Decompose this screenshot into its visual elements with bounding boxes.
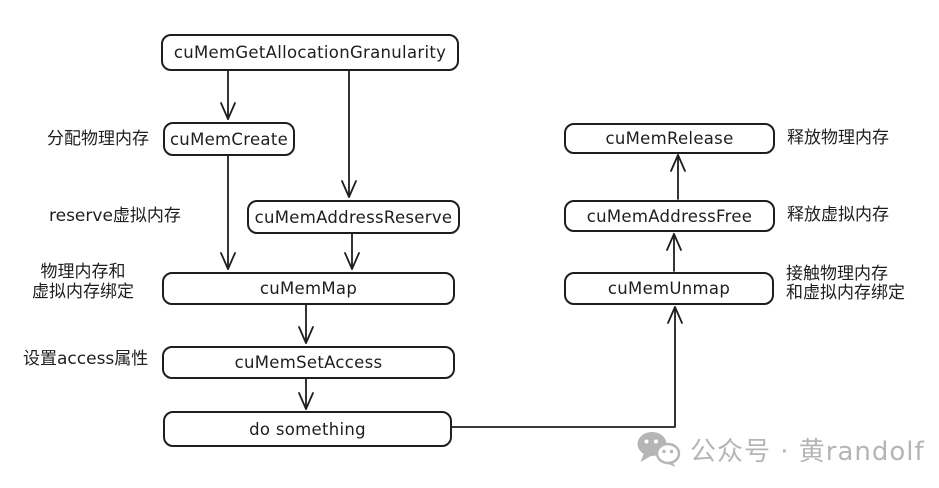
arrow-create-to-map xyxy=(220,155,236,270)
label-release-virtual-memory: 释放虚拟内存 xyxy=(787,205,889,225)
label-set-access-attr: 设置access属性 xyxy=(23,349,149,369)
label-release-physical-memory: 释放物理内存 xyxy=(787,128,889,148)
label-alloc-physical-memory: 分配物理内存 xyxy=(47,129,149,149)
arrow-set-access-to-do-something xyxy=(298,378,314,410)
node-cumemaddressfree: cuMemAddressFree xyxy=(564,200,775,232)
node-cumemmap: cuMemMap xyxy=(162,272,455,305)
arrow-granularity-to-create xyxy=(220,69,236,120)
node-do-something: do something xyxy=(163,411,452,447)
arrow-address-reserve-to-map xyxy=(344,233,360,270)
node-cumemaddressreserve: cuMemAddressReserve xyxy=(247,200,460,234)
label-bind-physical-virtual: 物理内存和 虚拟内存绑定 xyxy=(28,262,138,302)
label-unbind-line1: 接触物理内存 xyxy=(786,264,888,284)
arrow-do-something-to-unmap xyxy=(451,306,683,428)
arrow-address-free-to-release xyxy=(670,154,686,200)
node-cumemunmap: cuMemUnmap xyxy=(564,272,774,305)
wechat-bubbles-icon xyxy=(637,432,681,467)
label-bind-line2: 虚拟内存绑定 xyxy=(32,282,134,302)
watermark: 公众号 · 黄randolf xyxy=(636,431,925,468)
node-cumemgetallocationgranularity: cuMemGetAllocationGranularity xyxy=(161,34,459,71)
arrow-unmap-to-address-free xyxy=(666,233,682,272)
watermark-text: 公众号 · 黄randolf xyxy=(690,437,925,467)
node-cumemsetaccess: cuMemSetAccess xyxy=(162,346,455,379)
label-unbind-physical-virtual: 接触物理内存 和虚拟内存绑定 xyxy=(786,265,905,303)
arrow-map-to-set-access xyxy=(298,304,314,344)
node-cumemrelease: cuMemRelease xyxy=(564,123,775,154)
label-unbind-line2: 和虚拟内存绑定 xyxy=(786,283,905,303)
label-bind-line1: 物理内存和 xyxy=(40,262,126,282)
arrow-granularity-to-address-reserve xyxy=(341,69,357,198)
label-reserve-virtual-memory: reserve虚拟内存 xyxy=(49,206,181,226)
node-cumemcreate: cuMemCreate xyxy=(163,122,295,156)
